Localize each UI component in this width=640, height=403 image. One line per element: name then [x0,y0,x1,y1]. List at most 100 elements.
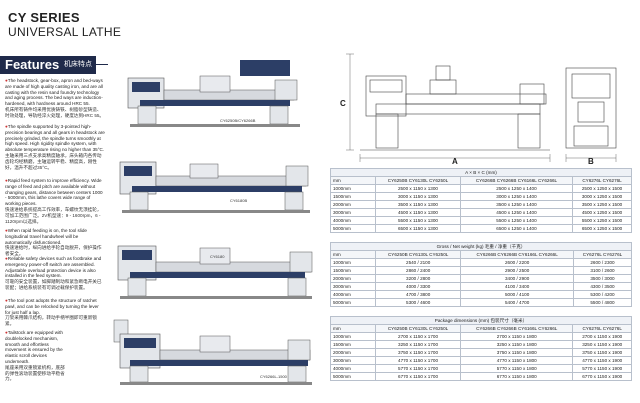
feature-text-cn: 主轴采用三点支承高精度轴承，床头箱内各传动齿轮均经精磨，主轴运转平稳、精度高，刚… [5,152,102,170]
table-cell: 3250 x 1150 x 1900 [572,340,632,349]
row-length: 5000mm [330,298,376,307]
table-cell: 6770 x 1150 x 1700 [374,372,462,381]
feature-text-en: Tailstock are equipped with doublelocked… [5,330,67,365]
feature-paragraph: Rapid feed system to improve efficiency.… [5,178,105,224]
dimension-drawing: A B C [340,40,630,166]
feature-text-cn: 可靠的安全装置，如脚踏制动和紧急断电开关已装配；进给系统装有可调过载保护装置。 [5,279,102,290]
row-length: 5000mm [330,372,376,381]
model-label: CY6266L-1500 [260,374,288,379]
table-header: CY6250B CY6130L CY6250L [374,324,462,333]
row-length: 1000mm [330,258,376,267]
table-cell: 4700 / 3800 [374,290,462,299]
table-header: CY6276L CY6276L [572,324,632,333]
table-cell: 6500 x 1250 x 1500 [572,224,632,233]
table-header: CY6250B CY6130L CY6250L [374,250,462,259]
features-title-cn: 机床特点 [64,61,92,68]
table-header: CY6276L CY6276L [572,176,632,185]
features-banner: Features 机床特点 [0,56,96,74]
feature-text-cn: 快速进给时，纵向进给手轮自动脱开，保护操作者安全。 [5,245,102,257]
table-cell: 3000 x 1150 x 1300 [375,192,461,201]
lathe-illustration: CY6180B [119,161,310,213]
feature-paragraph: The spindle supported by 3-pointed high-… [5,124,105,170]
table-cell: 6500 x 1150 x 1300 [375,224,461,233]
model-label: CY6180B [230,198,247,203]
table-cell: 2540 / 2100 [374,258,462,267]
feature-text-en: Reliable safety devices such as footbrak… [5,256,105,279]
machine-photo: CY6180 [110,228,320,304]
machine-photo: CY6250B/CY6266B [110,56,320,132]
table-cell: 5300 / 4200 [572,290,633,299]
table-cell: 5300 / 4600 [374,298,462,307]
row-length: 5000mm [330,224,376,233]
table-caption: Gross / Net weight (kg) 毛重 / 净重（千克） [330,242,632,251]
dimensions-table: A × B × C (mm) mm CY6250B CY6130L CY6250… [330,168,632,233]
table-cell: 4500 x 1250 x 1400 [459,208,574,217]
table-cell: 3500 x 1250 x 1400 [459,200,574,209]
feature-paragraph: The tool post adopts the structure of ra… [5,298,105,327]
table-cell: 3000 x 1250 x 1400 [459,192,574,201]
lathe-illustration: CY6266L-1500 [113,319,312,385]
lathe-illustration: CY6180 [117,245,313,299]
table-header-unit: mm [330,176,376,185]
row-length: 1000mm [330,332,376,341]
table-cell: 4000 / 3300 [374,282,462,291]
table-cell: 5500 x 1150 x 1300 [375,216,461,225]
row-length: 2000mm [330,348,376,357]
table-cell: 3250 x 1150 x 1800 [460,340,574,349]
table-cell: 3750 x 1150 x 1900 [572,348,632,357]
row-length: 4000mm [330,290,376,299]
feature-text-en: Rapid feed system to improve efficiency.… [5,178,105,207]
lathe-illustration: CY6250B/CY6266B [127,60,300,127]
row-length: 4000mm [330,216,376,225]
table-cell: 5400 / 4700 [460,298,574,307]
row-length: 3000mm [330,282,376,291]
feature-text-cn: 刀架采用棘爪结构，转动手柄半圈即可重新锁紧。 [5,315,97,327]
table-header: CY6266B CY6266B CY6166L CY6266L [460,324,574,333]
table-cell: 2500 x 1250 x 1500 [572,184,632,193]
table-cell: 6500 x 1250 x 1400 [459,224,574,233]
package-table: Package dimensions (mm) 包装尺寸（毫米） mm CY62… [330,316,632,381]
feature-paragraph: Reliable safety devices such as footbrak… [5,256,105,291]
table-cell: 4770 x 1150 x 1900 [572,356,632,365]
table-cell: 2500 x 1150 x 1300 [375,184,461,193]
feature-text-en: The tool post adopts the structure of ra… [5,298,105,315]
table-cell: 2600 / 2300 [572,258,633,267]
table-cell: 2600 / 2200 [460,258,574,267]
machine-photo: CY6266L-1500 [110,314,320,390]
feature-paragraph: The headstock, gear-box, apron and bed-w… [5,78,105,119]
weight-table: Gross / Net weight (kg) 毛重 / 净重（千克） mm C… [330,242,633,307]
table-cell: 2700 x 1150 x 1900 [572,332,632,341]
table-cell: 5770 x 1150 x 1800 [460,364,574,373]
machine-photo-column: CY6250B/CY6266B CY6180B CY6180 [110,56,320,396]
machine-photo: CY6180B [110,142,320,218]
table-cell: 2700 x 1150 x 1700 [374,332,462,341]
table-cell: 5000 / 4100 [460,290,574,299]
table-cell: 3250 x 1150 x 1700 [374,340,462,349]
table-header-unit: mm [330,250,376,259]
banner-divider [96,64,108,65]
table-cell: 3500 x 1150 x 1300 [375,200,461,209]
model-label: CY6180 [210,254,225,259]
table-cell: 3750 x 1150 x 1700 [374,348,462,357]
table-cell: 5500 / 4800 [572,298,633,307]
table-cell: 5500 x 1250 x 1400 [459,216,574,225]
table-cell: 4770 x 1150 x 1800 [460,356,574,365]
table-cell: 6770 x 1150 x 1800 [460,372,574,381]
row-length: 1500mm [330,192,376,201]
table-caption: Package dimensions (mm) 包装尺寸（毫米） [330,316,632,325]
lathe-outline-drawing: A B C [340,53,617,166]
row-length: 3000mm [330,208,376,217]
table-cell: 2900 / 2500 [460,266,574,275]
